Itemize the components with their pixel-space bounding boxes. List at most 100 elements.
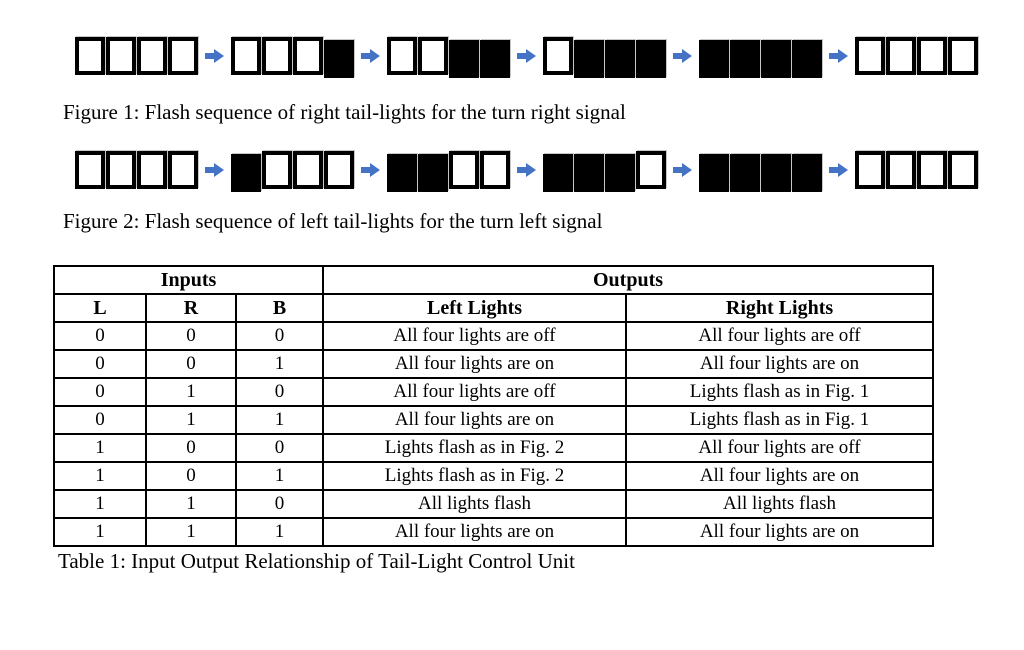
light-off <box>948 37 978 75</box>
cell-input-b: 0 <box>234 321 325 351</box>
column-header-right-lights: Right Lights <box>625 293 935 323</box>
column-header-l: L <box>53 293 147 323</box>
light-off <box>231 37 261 75</box>
cell-input-b: 0 <box>234 377 325 407</box>
light-on <box>418 154 448 192</box>
cell-left-lights: All four lights are on <box>322 517 628 547</box>
light-on <box>543 154 573 192</box>
column-header-b: B <box>234 293 325 323</box>
figure1-light-sequence <box>75 33 978 79</box>
light-on <box>387 154 417 192</box>
cell-right-lights: All four lights are off <box>625 321 935 351</box>
cell-input-l: 0 <box>53 349 147 379</box>
light-off <box>948 151 978 189</box>
table-column-header-row: L R B Left Lights Right Lights <box>53 293 935 323</box>
cell-right-lights: Lights flash as in Fig. 1 <box>625 405 935 435</box>
right-arrow-icon <box>361 162 380 178</box>
cell-left-lights: All lights flash <box>322 489 628 519</box>
light-off <box>106 37 136 75</box>
right-arrow-icon <box>517 48 536 64</box>
cell-input-r: 0 <box>145 349 237 379</box>
cell-left-lights: Lights flash as in Fig. 2 <box>322 461 628 491</box>
truth-table: Inputs Outputs L R B Left Lights Right L… <box>52 265 935 547</box>
cell-input-l: 1 <box>53 489 147 519</box>
light-on <box>605 154 635 192</box>
light-off <box>293 151 323 189</box>
cell-right-lights: All four lights are on <box>625 461 935 491</box>
right-arrow-icon <box>361 48 380 64</box>
light-on <box>730 154 760 192</box>
cell-input-l: 0 <box>53 405 147 435</box>
light-off <box>168 151 198 189</box>
light-group <box>699 151 822 192</box>
light-off <box>75 37 105 75</box>
light-group <box>231 151 354 192</box>
light-off <box>324 151 354 189</box>
light-off <box>480 151 510 189</box>
cell-input-r: 1 <box>145 489 237 519</box>
light-group <box>387 151 510 192</box>
cell-input-l: 1 <box>53 517 147 547</box>
light-group <box>75 37 198 75</box>
light-group <box>387 37 510 78</box>
light-on <box>324 40 354 78</box>
light-off <box>262 151 292 189</box>
cell-input-b: 0 <box>234 489 325 519</box>
light-on <box>730 40 760 78</box>
cell-right-lights: All lights flash <box>625 489 935 519</box>
cell-input-b: 1 <box>234 405 325 435</box>
light-off <box>262 37 292 75</box>
cell-input-l: 0 <box>53 321 147 351</box>
light-off <box>855 151 885 189</box>
light-off <box>636 151 666 189</box>
light-on <box>792 154 822 192</box>
cell-left-lights: All four lights are on <box>322 405 628 435</box>
cell-right-lights: All four lights are on <box>625 349 935 379</box>
cell-input-r: 0 <box>145 433 237 463</box>
cell-input-r: 1 <box>145 517 237 547</box>
cell-left-lights: Lights flash as in Fig. 2 <box>322 433 628 463</box>
cell-input-b: 1 <box>234 517 325 547</box>
right-arrow-icon <box>205 48 224 64</box>
light-on <box>574 154 604 192</box>
light-on <box>761 154 791 192</box>
cell-input-r: 1 <box>145 405 237 435</box>
light-on <box>792 40 822 78</box>
cell-input-b: 0 <box>234 433 325 463</box>
light-on <box>761 40 791 78</box>
light-group <box>75 151 198 189</box>
cell-input-l: 1 <box>53 461 147 491</box>
light-off <box>917 37 947 75</box>
light-off <box>387 37 417 75</box>
table-group-header-row: Inputs Outputs <box>52 265 935 295</box>
light-group <box>543 151 666 192</box>
light-on <box>636 40 666 78</box>
light-on <box>699 40 729 78</box>
cell-right-lights: Lights flash as in Fig. 1 <box>625 377 935 407</box>
light-off <box>917 151 947 189</box>
cell-right-lights: All four lights are on <box>625 517 935 547</box>
right-arrow-icon <box>673 162 692 178</box>
cell-input-r: 1 <box>145 377 237 407</box>
light-group <box>543 37 666 78</box>
light-off <box>293 37 323 75</box>
light-off <box>168 37 198 75</box>
light-on <box>574 40 604 78</box>
light-off <box>855 37 885 75</box>
light-off <box>418 37 448 75</box>
right-arrow-icon <box>829 48 848 64</box>
light-group <box>855 151 978 189</box>
cell-left-lights: All four lights are off <box>322 377 628 407</box>
cell-right-lights: All four lights are off <box>625 433 935 463</box>
table-caption: Table 1: Input Output Relationship of Ta… <box>58 549 575 573</box>
light-off <box>886 151 916 189</box>
light-off <box>137 37 167 75</box>
light-on <box>449 40 479 78</box>
